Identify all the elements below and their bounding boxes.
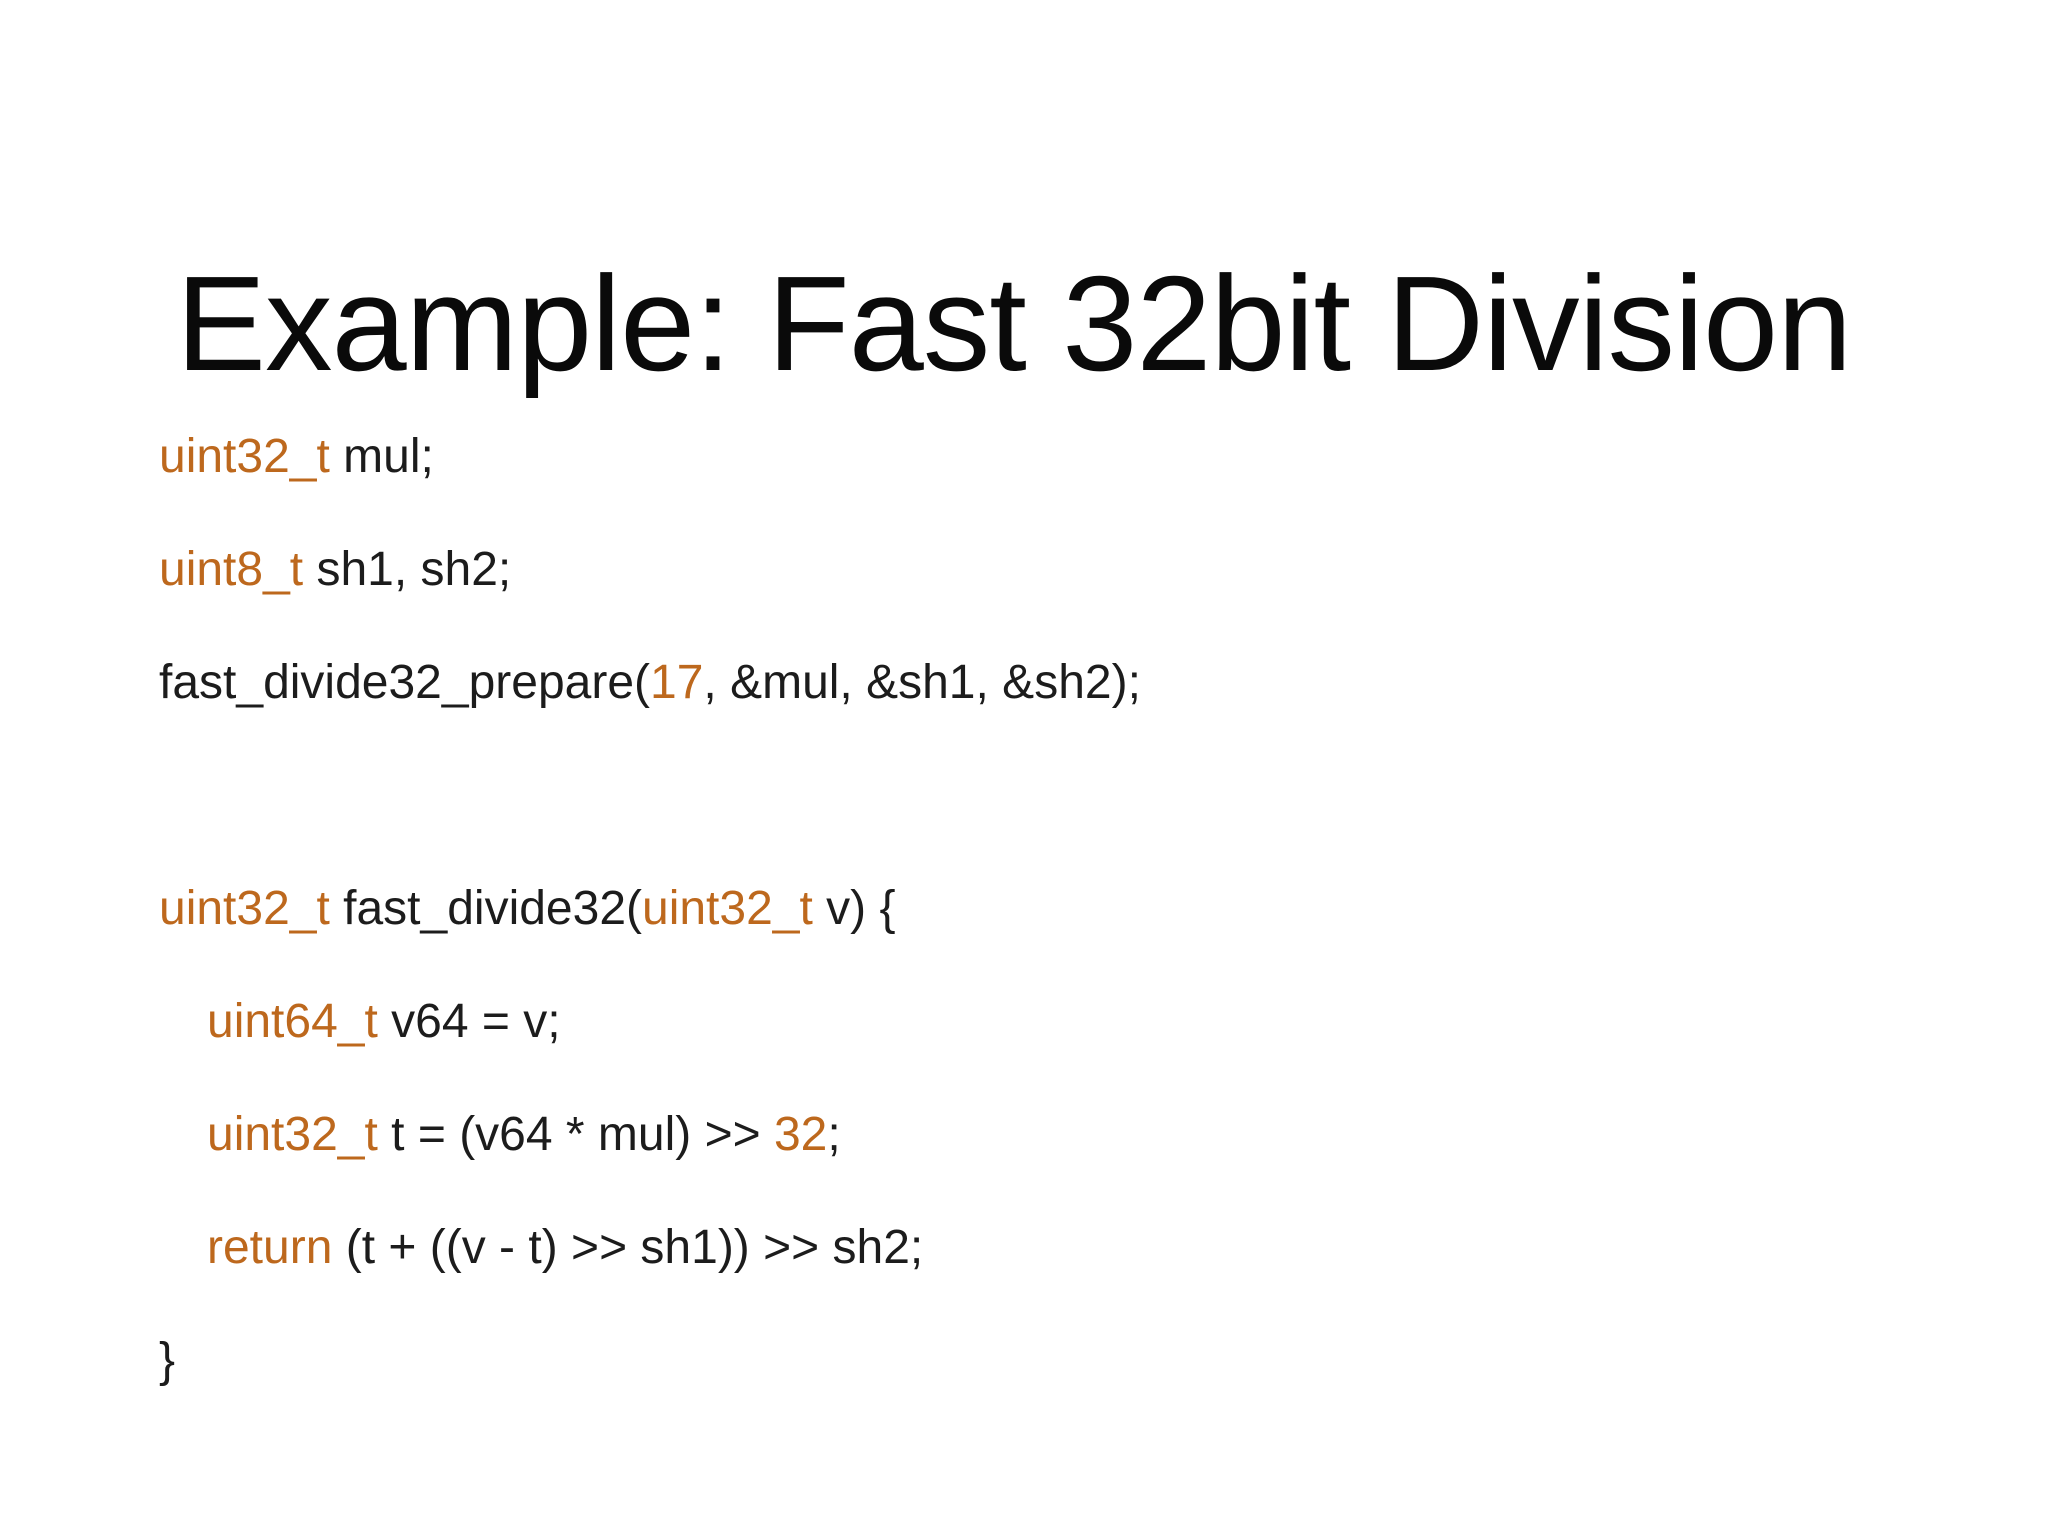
code-keyword: uint32_t bbox=[642, 882, 813, 935]
code-text: (t + ((v - t) >> sh1)) >> sh2; bbox=[332, 1221, 924, 1274]
code-line: return (t + ((v - t) >> sh1)) >> sh2; bbox=[159, 1191, 1141, 1304]
code-text: mul; bbox=[329, 430, 434, 483]
code-keyword: return bbox=[207, 1221, 333, 1274]
code-block: uint32_t mul;uint8_t sh1, sh2;fast_divid… bbox=[159, 400, 1141, 1417]
code-text: sh1, sh2; bbox=[303, 543, 512, 596]
code-line: uint32_t t = (v64 * mul) >> 32; bbox=[159, 1078, 1141, 1191]
slide-title: Example: Fast 32bit Division bbox=[176, 248, 1852, 400]
code-text: fast_divide32_prepare( bbox=[159, 656, 650, 709]
code-line: uint32_t fast_divide32(uint32_t v) { bbox=[159, 852, 1141, 965]
code-line: uint8_t sh1, sh2; bbox=[159, 513, 1141, 626]
code-blank-line bbox=[159, 739, 1141, 852]
code-line: fast_divide32_prepare(17, &mul, &sh1, &s… bbox=[159, 626, 1141, 739]
code-text: , &mul, &sh1, &sh2); bbox=[703, 656, 1141, 709]
code-text: t = (v64 * mul) >> bbox=[377, 1108, 774, 1161]
code-keyword: 32 bbox=[773, 1108, 828, 1161]
code-text: ; bbox=[827, 1108, 841, 1161]
code-keyword: uint64_t bbox=[207, 995, 378, 1048]
code-keyword: uint32_t bbox=[159, 430, 330, 483]
code-text: v) { bbox=[812, 882, 896, 935]
code-keyword: 17 bbox=[650, 656, 704, 709]
code-keyword: uint32_t bbox=[207, 1108, 378, 1161]
code-keyword: uint32_t bbox=[159, 882, 330, 935]
code-line: uint64_t v64 = v; bbox=[159, 965, 1141, 1078]
code-text: } bbox=[159, 1334, 176, 1387]
code-text: fast_divide32( bbox=[329, 882, 642, 935]
code-text: v64 = v; bbox=[377, 995, 561, 1048]
code-keyword: uint8_t bbox=[159, 543, 304, 596]
code-line: uint32_t mul; bbox=[159, 400, 1141, 513]
code-line: } bbox=[159, 1304, 1141, 1417]
